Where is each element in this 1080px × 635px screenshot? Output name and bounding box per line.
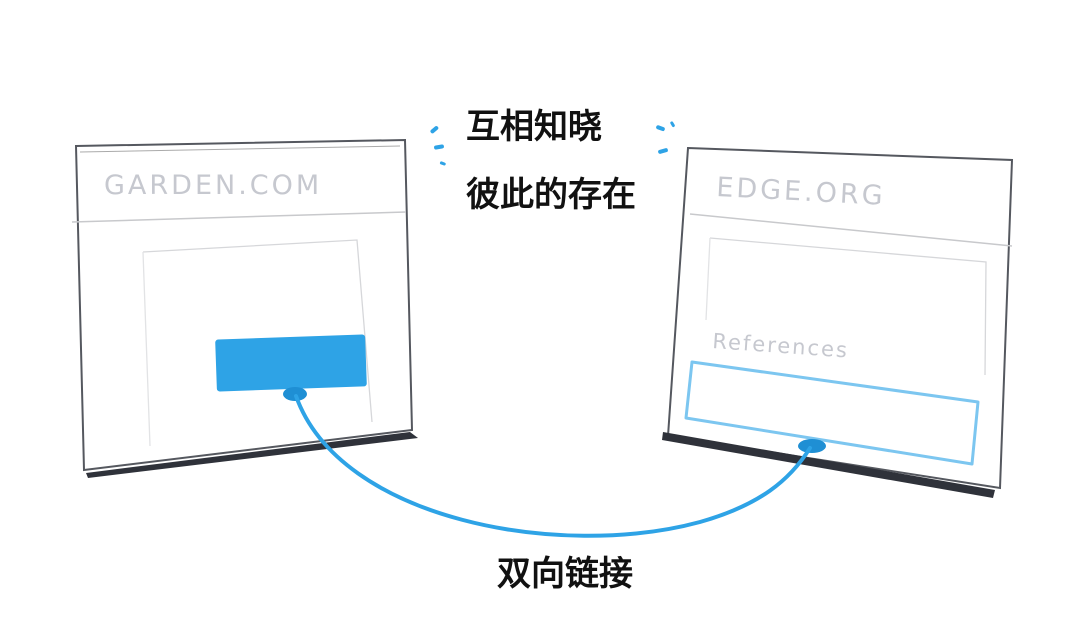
- link-source-node: [283, 387, 307, 401]
- emphasis-marks-icon: [430, 121, 675, 166]
- right-content-box: [709, 237, 987, 376]
- right-window-base: [662, 432, 995, 498]
- right-header-divider: [689, 213, 1013, 247]
- caption-bottom: 双向链接: [497, 554, 633, 594]
- link-target-node: [798, 439, 826, 453]
- left-browser-window: GARDEN.COM: [71, 138, 418, 478]
- caption-line-2: 彼此的存在: [466, 175, 636, 215]
- references-box: [684, 360, 980, 466]
- bidirectional-link-line: [294, 394, 812, 538]
- right-browser-window: EDGE.ORG References: [662, 146, 1014, 498]
- left-window-base: [86, 432, 418, 478]
- link-source-block: [215, 334, 367, 392]
- left-content-box: [142, 239, 373, 423]
- left-header-divider: [71, 211, 407, 223]
- caption-line-1: 互相知晓: [466, 107, 602, 147]
- left-site-label: GARDEN.COM: [104, 170, 322, 201]
